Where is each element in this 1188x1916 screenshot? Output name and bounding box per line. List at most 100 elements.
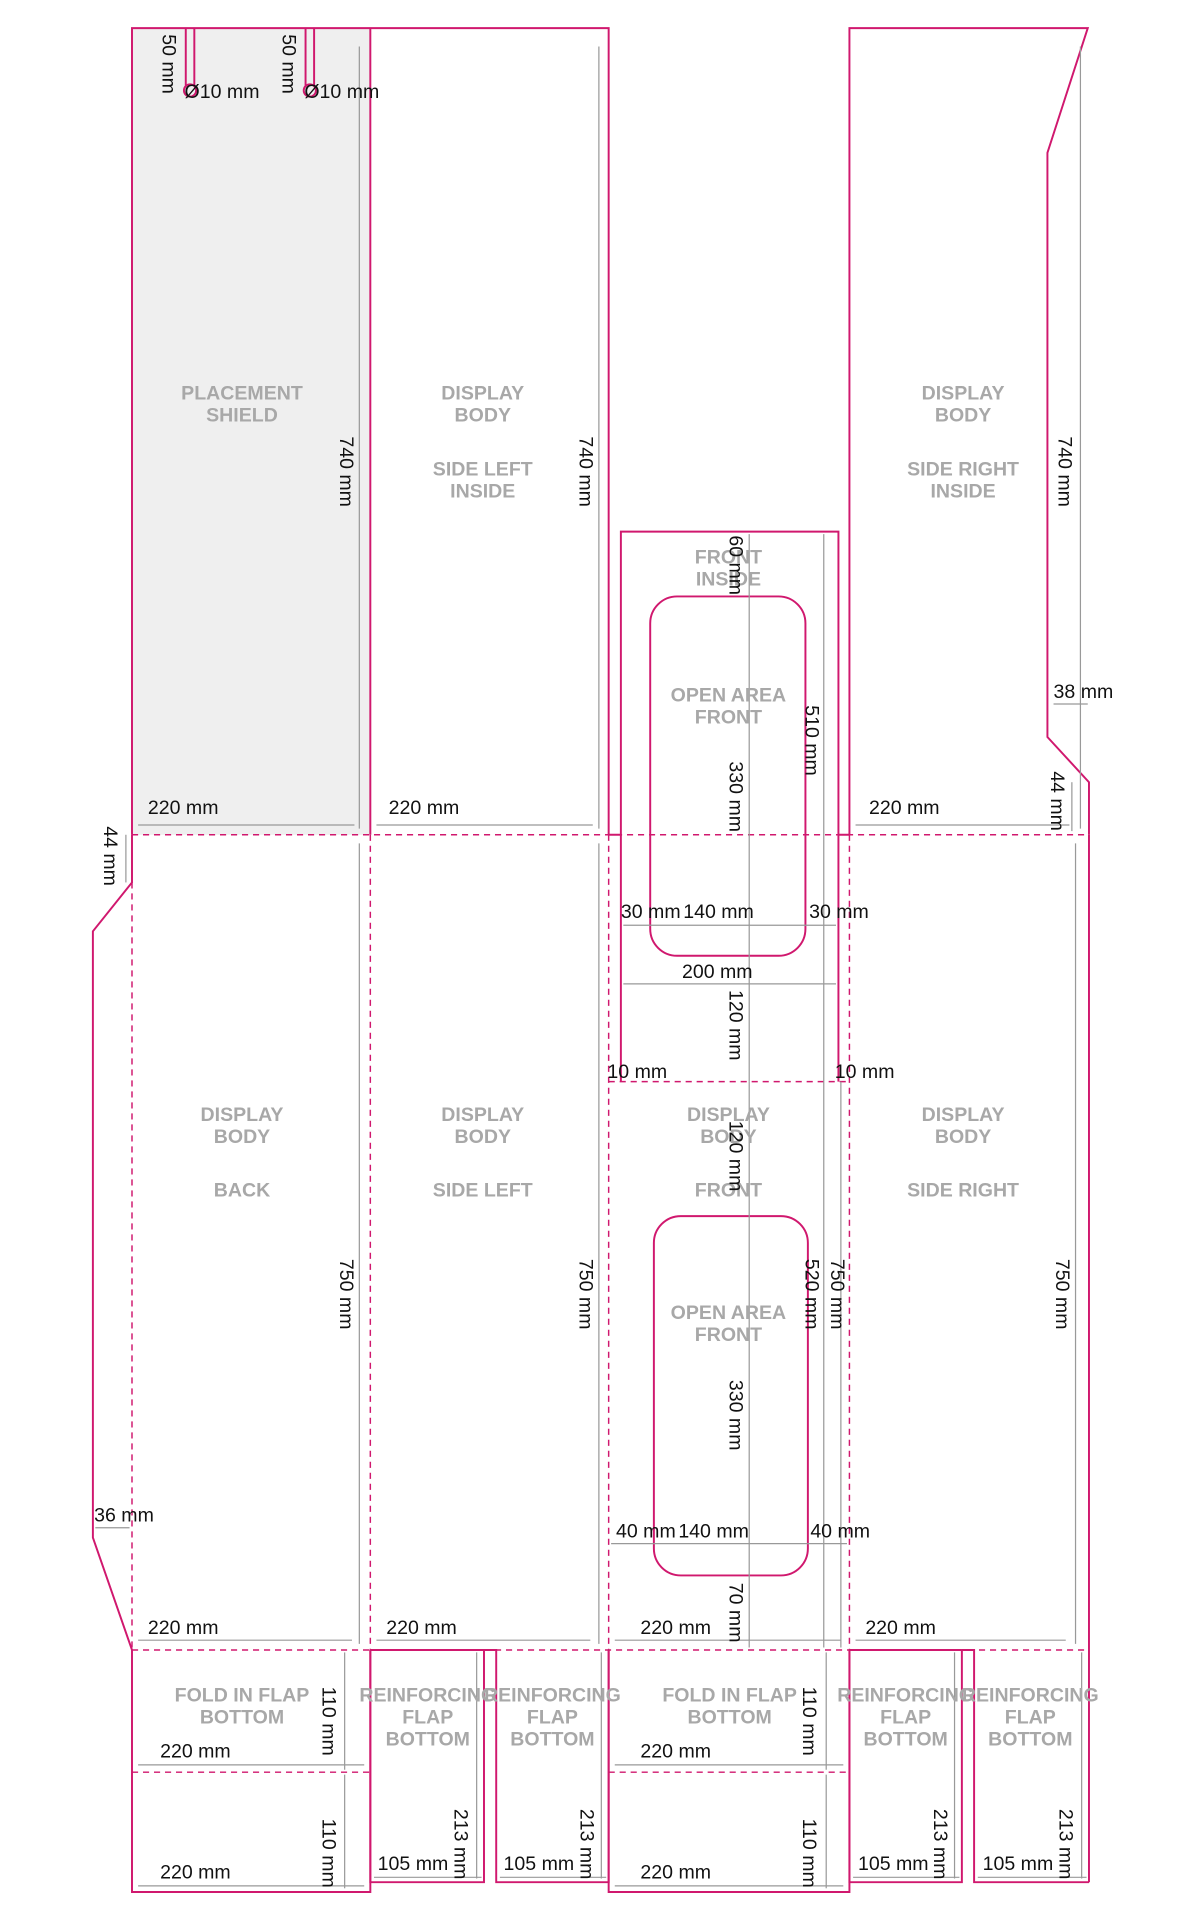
side-left-label-2: BODY (455, 1126, 511, 1148)
side-right-inside-label-1: DISPLAY (922, 383, 1005, 405)
fold-in-flap-2-label-2: BOTTOM (687, 1706, 771, 1728)
side-left-inside-label-2: BODY (455, 405, 511, 427)
reinf4-height-label: 213 mm (1055, 1809, 1077, 1880)
reinforcing-flap-1-label-2: FLAP (402, 1706, 453, 1728)
flap1-width-a-label: 220 mm (160, 1741, 231, 1763)
panel-labels: PLACEMENT SHIELD DISPLAY BODY SIDE LEFT … (175, 383, 1099, 1751)
back-label-3: BACK (214, 1180, 270, 1202)
fold-in-flap-1-label-2: BOTTOM (200, 1706, 284, 1728)
open-top-width-label: 140 mm (683, 901, 754, 923)
placement-shield-area (131, 28, 371, 835)
back-label-1: DISPLAY (201, 1104, 284, 1126)
reinforcing-flap-3-label-2: FLAP (880, 1706, 931, 1728)
side-left-width-label: 220 mm (386, 1617, 457, 1639)
flap2-height-b-label: 110 mm (798, 1819, 820, 1888)
dimension-lines (95, 46, 1088, 1889)
open-bottom-outer-label: 520 mm (800, 1259, 822, 1330)
open-area-bottom-label-2: FRONT (695, 1324, 762, 1346)
reinf3-width-label: 105 mm (858, 1853, 929, 1875)
open-area-bottom-label-1: OPEN AREA (671, 1302, 787, 1324)
flap2-width-b-label: 220 mm (640, 1862, 711, 1884)
hole-offset-2-label: 50 mm (277, 34, 299, 94)
open-top-height-label: 330 mm (725, 761, 747, 832)
side-left-inside-label-3: SIDE LEFT (433, 458, 533, 480)
front-label-3: FRONT (695, 1180, 762, 1202)
shield-width-label: 220 mm (148, 797, 219, 819)
fold-lines (131, 834, 1089, 1773)
back-width-label: 220 mm (148, 1617, 219, 1639)
side-right-label-1: DISPLAY (922, 1104, 1005, 1126)
open-bottom-width-label: 140 mm (678, 1521, 749, 1543)
open-area-top-label-1: OPEN AREA (671, 685, 787, 707)
placement-shield-label-1: PLACEMENT (181, 383, 303, 405)
front-label-2: BODY (700, 1126, 756, 1148)
front-label-1: DISPLAY (687, 1104, 770, 1126)
hole-dia-2-label: Ø10 mm (304, 81, 379, 103)
front-inside-inset-right-label: 10 mm (835, 1061, 895, 1083)
fold-in-flap-1-label-1: FOLD IN FLAP (175, 1684, 310, 1706)
reinforcing-flap-3-label-1: REINFORCING (837, 1684, 974, 1706)
placement-shield-label-2: SHIELD (206, 405, 278, 427)
side-left-inside-width-label: 220 mm (389, 797, 460, 819)
back-height-label: 750 mm (335, 1259, 357, 1330)
reinforcing-flap-2-label-1: REINFORCING (484, 1684, 621, 1706)
open-area-bottom-window (652, 1215, 809, 1577)
dimension-labels: 50 mm 50 mm Ø10 mm Ø10 mm 740 mm 740 mm … (94, 34, 1113, 1888)
open-area-top-window (649, 595, 807, 957)
side-right-label-3: SIDE RIGHT (907, 1180, 1019, 1202)
front-inside-label-1: FRONT (695, 546, 762, 568)
reinforcing-flap-4-label-3: BOTTOM (988, 1728, 1072, 1750)
front-width-label: 220 mm (640, 1617, 711, 1639)
open-top-right-label: 30 mm (809, 901, 869, 923)
open-top-left-label: 30 mm (621, 901, 681, 923)
front-inside-height-label: 510 mm (800, 705, 822, 776)
reinf2-width-label: 105 mm (504, 1853, 575, 1875)
side-right-label-2: BODY (935, 1126, 991, 1148)
side-left-label-3: SIDE LEFT (433, 1180, 533, 1202)
reinforcing-flap-2-label-2: FLAP (527, 1706, 578, 1728)
open-bottom-right-label: 40 mm (810, 1521, 870, 1543)
open-area-top-label-2: FRONT (695, 707, 762, 729)
side-left-inside-label-1: DISPLAY (441, 383, 524, 405)
reinforcing-flap-4-label-1: REINFORCING (962, 1684, 1099, 1706)
side-right-width-label: 220 mm (865, 1617, 936, 1639)
side-right-inside-label-4: INSIDE (931, 480, 996, 502)
hole-dia-1-label: Ø10 mm (185, 81, 260, 103)
open-bottom-left-label: 40 mm (616, 1521, 676, 1543)
flap1-height-a-label: 110 mm (318, 1687, 340, 1756)
front-height-label: 750 mm (826, 1259, 848, 1330)
flap1-height-b-label: 110 mm (318, 1819, 340, 1888)
side-right-inside-height-label: 740 mm (1053, 436, 1075, 507)
hole-offset-1-label: 50 mm (158, 34, 180, 94)
front-inside-label-2: INSIDE (696, 568, 761, 590)
reinf1-width-label: 105 mm (378, 1853, 449, 1875)
fold-in-flap-2-label-1: FOLD IN FLAP (662, 1684, 797, 1706)
side-left-inside-height-label: 740 mm (574, 436, 596, 507)
side-left-label-1: DISPLAY (441, 1104, 524, 1126)
reinforcing-flap-1-label-1: REINFORCING (359, 1684, 496, 1706)
reinforcing-flap-1-label-3: BOTTOM (386, 1728, 470, 1750)
side-left-height-label: 750 mm (574, 1259, 596, 1330)
reinf2-height-label: 213 mm (576, 1809, 598, 1880)
flap2-height-a-label: 110 mm (798, 1687, 820, 1756)
right-notch-height-label: 44 mm (1046, 771, 1068, 831)
side-right-inside-label-3: SIDE RIGHT (907, 458, 1019, 480)
front-inside-inset-left-label: 10 mm (607, 1061, 667, 1083)
open-bottom-gap-label: 70 mm (725, 1583, 747, 1643)
side-right-inside-width-label: 220 mm (869, 797, 940, 819)
left-notch-height-label: 44 mm (99, 826, 121, 886)
reinforcing-flap-2-label-3: BOTTOM (510, 1728, 594, 1750)
side-right-inside-label-2: BODY (935, 405, 991, 427)
front-top-gap-label: 120 mm (725, 1121, 747, 1192)
flap2-width-a-label: 220 mm (640, 1741, 711, 1763)
reinf1-height-label: 213 mm (450, 1809, 472, 1880)
side-right-height-label: 750 mm (1051, 1259, 1073, 1330)
front-inside-width-label: 200 mm (682, 961, 753, 983)
left-notch-width-label: 36 mm (94, 1505, 154, 1527)
front-inside-top-label: 60 mm (725, 535, 747, 595)
right-notch-width-label: 38 mm (1054, 681, 1114, 703)
reinf4-width-label: 105 mm (983, 1853, 1054, 1875)
side-left-inside-label-4: INSIDE (450, 480, 515, 502)
back-label-2: BODY (214, 1126, 270, 1148)
